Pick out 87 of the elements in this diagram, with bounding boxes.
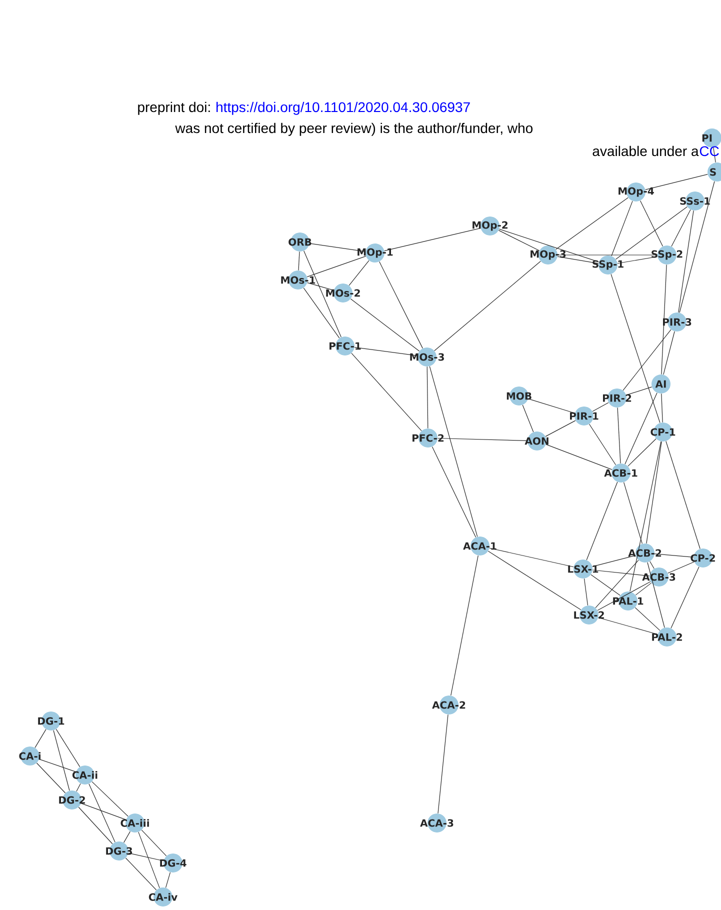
edge-line — [76, 783, 81, 792]
edge-line — [634, 607, 660, 631]
edge-line — [92, 781, 128, 817]
edge-line — [384, 228, 481, 252]
edge-line — [498, 228, 600, 262]
edge-line — [592, 570, 650, 576]
edge-line — [128, 852, 164, 862]
edge-line — [635, 582, 652, 596]
edge-line — [488, 550, 582, 610]
edge-line — [671, 209, 691, 247]
edge-line — [498, 230, 540, 251]
edge-line — [522, 404, 534, 432]
edge-line — [306, 256, 366, 278]
edge-line — [53, 730, 70, 791]
edge-line — [584, 578, 588, 606]
edge-line — [597, 581, 651, 611]
edge-line — [438, 714, 448, 814]
edge-line — [668, 562, 694, 574]
edge-line — [640, 200, 664, 247]
edge-line — [663, 331, 675, 375]
edge-line — [557, 254, 658, 256]
edge-line — [379, 261, 423, 349]
edge-line — [661, 264, 667, 375]
edge-line — [350, 298, 420, 352]
edge-line — [426, 366, 428, 429]
edge-line — [141, 830, 167, 856]
edge-line — [125, 858, 157, 890]
edge-line — [124, 831, 130, 843]
edge-line — [670, 566, 700, 628]
edge-line — [78, 806, 113, 844]
edge-line — [545, 420, 576, 437]
edge-line — [595, 560, 639, 608]
edge-line — [624, 392, 658, 464]
edge-line — [557, 256, 599, 264]
edge-line — [590, 574, 620, 596]
edge-line — [528, 398, 576, 414]
edge-line — [598, 617, 658, 635]
edge-line — [432, 446, 476, 538]
edge-line — [437, 438, 528, 442]
edge-line — [80, 803, 126, 820]
edge-line — [309, 243, 366, 252]
edge-line — [354, 346, 418, 356]
edge-line — [661, 393, 663, 423]
edge-line — [610, 274, 660, 424]
edge-line — [628, 438, 656, 467]
edge-line — [556, 197, 628, 250]
edge-line — [588, 424, 616, 466]
edge-line — [56, 728, 80, 768]
edge-line — [617, 256, 658, 264]
edge-line — [34, 729, 46, 748]
edge-line — [489, 548, 574, 568]
edge-line — [616, 206, 688, 260]
edge-line — [654, 554, 694, 558]
edge-line — [304, 250, 342, 338]
edge-line — [303, 288, 340, 338]
edge-line — [429, 366, 478, 537]
edge-line — [617, 407, 621, 464]
edge-line — [626, 386, 652, 396]
edge-line — [138, 832, 160, 888]
edge-line — [592, 555, 636, 567]
header-text: preprint doi: — [138, 102, 210, 115]
edge-line — [678, 210, 694, 313]
edge-line — [592, 402, 609, 412]
edge-line — [351, 352, 422, 432]
edge-line — [646, 441, 662, 544]
edge-line — [645, 174, 708, 190]
edge-line — [622, 329, 672, 391]
edge-line — [650, 561, 654, 569]
edge-line — [88, 784, 116, 842]
edge-line — [38, 758, 76, 772]
edge-line — [348, 260, 370, 286]
edge-line — [666, 440, 700, 550]
edge-line — [624, 482, 643, 544]
edge-line — [434, 260, 541, 352]
edge-line — [679, 181, 715, 313]
header-text: was not certified by peer review) is the author/funder, who — [175, 122, 533, 136]
header-text: available under a — [592, 146, 699, 156]
edge-line — [586, 482, 618, 560]
link-text: https://doi.org/10.1101/2020.04.30.06937 — [216, 102, 470, 115]
edge-line — [546, 444, 612, 470]
edge-line — [630, 441, 662, 592]
edge-line — [298, 251, 300, 271]
edge-line — [307, 282, 334, 291]
edge-line — [36, 762, 66, 794]
edge-line — [611, 200, 633, 256]
edge-line — [165, 872, 171, 888]
edge-line — [450, 555, 478, 696]
